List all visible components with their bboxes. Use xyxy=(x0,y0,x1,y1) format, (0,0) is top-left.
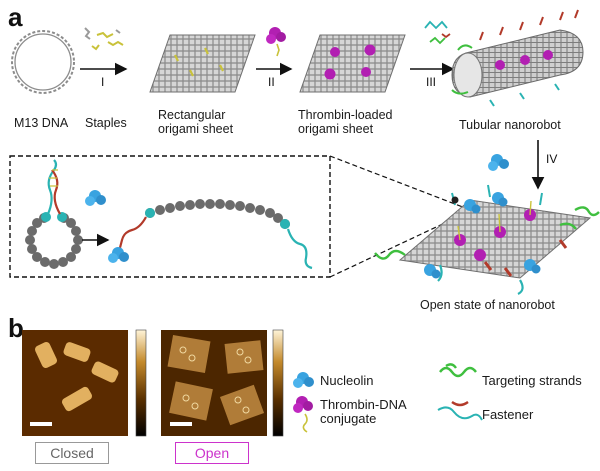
inset-nucleolin-icon xyxy=(85,190,106,206)
legend-thrombin-label-2: conjugate xyxy=(320,411,377,426)
afm-colorbar-open xyxy=(272,329,284,437)
legend-fastener-label: Fastener xyxy=(482,407,534,422)
targeting-fastener-strands-top xyxy=(424,20,451,45)
inset-connector-bottom xyxy=(329,212,467,278)
legend-fastener-icon xyxy=(437,401,483,421)
step-iii-label: III xyxy=(426,75,437,89)
afm-colorbar-closed xyxy=(135,329,147,437)
step-i-label: I xyxy=(101,75,105,89)
staples-illustration xyxy=(84,27,124,51)
afm-open-label: Open xyxy=(175,442,249,464)
inset-closed-loop xyxy=(25,159,83,269)
inset-open-strand xyxy=(108,199,313,270)
label-open-state: Open state of nanorobot xyxy=(420,298,555,312)
legend-nucleolin-icon xyxy=(293,372,314,388)
legend-thrombin-label-1: Thrombin-DNA xyxy=(320,397,407,412)
legend-thrombin-icon xyxy=(293,396,313,433)
label-thrombin-origami-sheet: origami sheet xyxy=(298,122,374,136)
panel-a-letter: a xyxy=(8,2,23,32)
legend-targeting-label: Targeting strands xyxy=(482,373,582,388)
m13-dna-circle xyxy=(11,30,75,94)
label-tubular-nanorobot: Tubular nanorobot xyxy=(459,118,561,132)
label-rectangular: Rectangular xyxy=(158,108,226,122)
legend-nucleolin-label: Nucleolin xyxy=(320,373,374,388)
legend-targeting-icon xyxy=(439,363,477,378)
thrombin-icon-top xyxy=(266,27,286,57)
open-state-nanorobot xyxy=(374,184,600,295)
inset-connector-top xyxy=(329,155,469,210)
label-origami-sheet: origami sheet xyxy=(158,122,234,136)
afm-closed-label: Closed xyxy=(35,442,109,464)
nucleolin-icon-step4 xyxy=(488,154,509,171)
afm-closed-image xyxy=(22,330,128,436)
afm-open-image xyxy=(161,330,267,436)
panel-b-letter: b xyxy=(8,313,24,343)
step-ii-label: II xyxy=(268,75,275,89)
label-m13-dna: M13 DNA xyxy=(14,116,69,130)
step-iv-label: IV xyxy=(546,152,558,166)
label-staples: Staples xyxy=(85,116,127,130)
tubular-nanorobot xyxy=(451,9,584,107)
mechanism-inset-box xyxy=(9,155,331,278)
label-thrombin-loaded: Thrombin-loaded xyxy=(298,108,393,122)
rectangular-origami-sheet xyxy=(149,34,256,93)
thrombin-loaded-sheet xyxy=(299,34,406,93)
